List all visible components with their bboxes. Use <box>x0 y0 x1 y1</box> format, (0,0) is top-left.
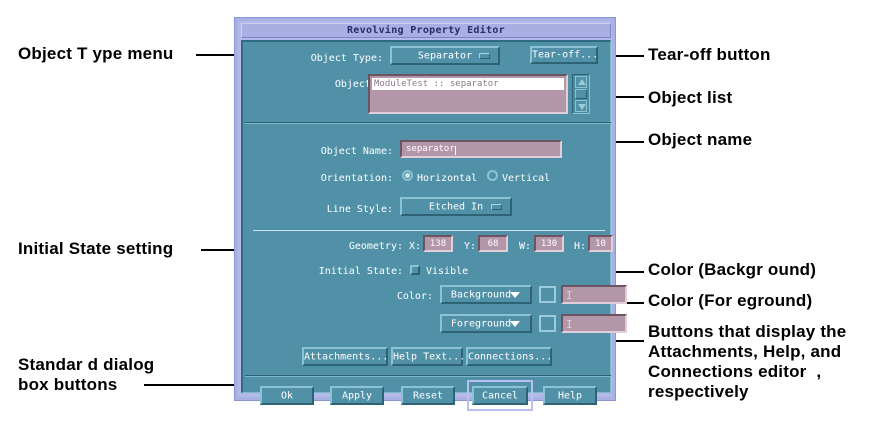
geometry-w-field[interactable]: 130 <box>534 235 564 252</box>
color-background-menu[interactable]: Background <box>440 285 532 304</box>
window-title: Revolving Property Editor <box>346 25 505 36</box>
orientation-radio-vertical[interactable] <box>487 170 498 181</box>
panel-divider-top-highlight <box>245 123 611 124</box>
annotation-editor-buttons-line3: Connections editor , <box>648 362 822 381</box>
help-label: Help <box>557 390 583 401</box>
color-background-swatch[interactable] <box>539 286 556 303</box>
window-titlebar[interactable]: Revolving Property Editor <box>241 23 611 38</box>
scrollbar-up-arrow-icon[interactable] <box>575 76 587 88</box>
annotation-object-name: Object name <box>648 130 753 149</box>
cancel-button[interactable]: Cancel <box>472 386 528 405</box>
annotation-standard-dialog-buttons-line1: Standar d dialog <box>18 355 155 374</box>
geometry-y-value: 68 <box>487 238 499 249</box>
annotation-standard-dialog-buttons-line2: box buttons <box>18 375 118 394</box>
object-name-label: Object Name: <box>320 146 393 157</box>
objects-label: Objects: <box>334 79 383 90</box>
help-text-button[interactable]: Help Text... <box>391 347 466 366</box>
initial-state-visible-label: Visible <box>426 266 469 277</box>
tear-off-button[interactable]: Tear-off... <box>530 46 598 64</box>
apply-label: Apply <box>341 390 373 401</box>
annotation-editor-buttons-line2: Attachments, Help, and <box>648 342 842 361</box>
reset-label: Reset <box>412 390 444 401</box>
geometry-y-label: Y: <box>464 241 477 252</box>
orientation-label: Orientation: <box>320 173 393 184</box>
geometry-x-value: 138 <box>429 238 447 249</box>
chevron-down-icon <box>510 291 520 298</box>
text-ibeam-cursor: I <box>566 318 573 331</box>
leader-line-object-type <box>196 54 248 56</box>
scrollbar-thumb[interactable] <box>575 89 587 99</box>
annotation-editor-buttons-line1: Buttons that display the <box>648 322 847 341</box>
scroll-up-triangle <box>578 79 586 85</box>
line-style-value: Etched In <box>428 201 484 212</box>
help-text-label: Help Text... <box>393 351 466 362</box>
orientation-option-horizontal-label: Horizontal <box>417 173 478 184</box>
panel-divider-bottom-highlight <box>245 376 611 377</box>
apply-button[interactable]: Apply <box>330 386 384 405</box>
line-style-menu[interactable]: Etched In <box>400 197 512 216</box>
geometry-h-label: H: <box>574 241 587 252</box>
geometry-h-value: 10 <box>595 238 606 249</box>
leader-line-dialog-buttons <box>144 384 256 386</box>
scroll-down-triangle <box>578 104 586 110</box>
connections-label: Connections... <box>468 351 553 362</box>
object-name-field[interactable]: separator <box>400 140 562 158</box>
panel-divider-bottom <box>245 375 611 376</box>
ok-button[interactable]: Ok <box>260 386 314 405</box>
geometry-w-label: W: <box>519 241 532 252</box>
orientation-option-vertical-label: Vertical <box>502 173 551 184</box>
geometry-label: Geometry: <box>348 241 403 252</box>
annotation-object-list: Object list <box>648 88 733 107</box>
help-button[interactable]: Help <box>543 386 597 405</box>
initial-state-visible-checkbox[interactable] <box>410 265 420 275</box>
text-caret <box>455 146 456 155</box>
color-foreground-menu[interactable]: Foreground <box>440 314 532 333</box>
objects-list-item[interactable]: ModuleTest :: separator <box>374 79 499 89</box>
geometry-y-field[interactable]: 68 <box>478 235 508 252</box>
initial-state-label: Initial State: <box>318 266 403 277</box>
object-type-value: Separator <box>417 50 473 61</box>
geometry-x-field[interactable]: 138 <box>423 235 453 252</box>
orientation-radio-horizontal[interactable] <box>402 170 413 181</box>
color-foreground-swatch[interactable] <box>539 315 556 332</box>
reset-button[interactable]: Reset <box>401 386 455 405</box>
annotation-tear-off-button: Tear-off button <box>648 45 771 64</box>
option-menu-indicator-icon <box>491 203 502 210</box>
text-ibeam-cursor: I <box>566 289 573 302</box>
annotation-color-foreground: Color (For eground) <box>648 291 813 310</box>
objects-list[interactable]: ModuleTest :: separator <box>368 74 568 114</box>
cancel-label: Cancel <box>481 390 519 401</box>
color-background-value: Background <box>450 289 512 300</box>
dialog-client-area: Object Type: Separator Tear-off... Objec… <box>241 40 627 411</box>
attachments-label: Attachments... <box>304 351 389 362</box>
panel-divider-geometry <box>253 230 605 231</box>
objects-list-scrollbar[interactable] <box>572 74 590 114</box>
geometry-w-value: 130 <box>540 238 558 249</box>
chevron-down-icon <box>510 320 520 327</box>
annotation-initial-state: Initial State setting <box>18 239 174 258</box>
color-foreground-value: Foreground <box>450 318 512 329</box>
annotation-color-background: Color (Backgr ound) <box>648 260 817 279</box>
tear-off-label: Tear-off... <box>532 49 599 61</box>
objects-list-selection-highlight <box>372 78 564 90</box>
property-editor-window: Revolving Property Editor Object Type: S… <box>234 17 627 411</box>
color-foreground-field[interactable]: I <box>561 314 627 333</box>
color-background-field[interactable]: I <box>561 285 627 304</box>
attachments-button[interactable]: Attachments... <box>302 347 388 366</box>
object-type-label: Object Type: <box>310 53 383 64</box>
line-style-label: Line Style: <box>326 204 393 215</box>
object-name-value: separator <box>406 144 455 154</box>
annotation-editor-buttons-line4: respectively <box>648 382 749 401</box>
color-label: Color: <box>396 291 433 302</box>
connections-button[interactable]: Connections... <box>466 347 552 366</box>
geometry-x-label: X: <box>409 241 422 252</box>
panel-divider-top <box>245 122 611 123</box>
cancel-default-ring <box>467 380 533 411</box>
option-menu-indicator-icon <box>479 52 490 59</box>
scrollbar-down-arrow-icon[interactable] <box>575 100 587 112</box>
geometry-h-field[interactable]: 10 <box>588 235 613 252</box>
object-type-menu[interactable]: Separator <box>390 46 500 65</box>
annotation-object-type-menu: Object T ype menu <box>18 44 174 63</box>
ok-label: Ok <box>280 390 294 401</box>
